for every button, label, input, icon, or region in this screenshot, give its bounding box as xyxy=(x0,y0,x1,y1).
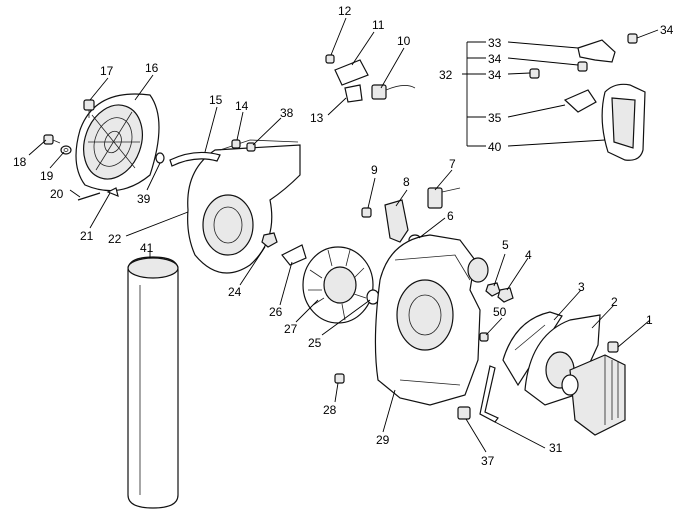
rod-31 xyxy=(479,365,499,423)
callout-32: 32 xyxy=(439,68,453,82)
sensor-10 xyxy=(371,84,416,100)
muffler xyxy=(561,354,626,436)
ignition-coil-8 xyxy=(384,199,409,243)
washer-19 xyxy=(60,145,72,155)
callout-34-low: 34 xyxy=(488,68,502,82)
clip-21 xyxy=(106,187,119,197)
callout-8: 8 xyxy=(403,175,410,189)
handle-40 xyxy=(601,83,646,161)
callout-10: 10 xyxy=(397,34,411,48)
callout-1: 1 xyxy=(646,313,653,327)
bolt-1 xyxy=(607,341,619,353)
screw-34-low xyxy=(529,68,540,79)
clamp-11 xyxy=(334,59,369,86)
leader-lines xyxy=(28,17,659,453)
nut-4 xyxy=(497,287,514,303)
hose-15 xyxy=(169,151,221,167)
pin-20 xyxy=(77,192,101,201)
callout-13: 13 xyxy=(310,111,324,125)
callout-4: 4 xyxy=(525,248,532,262)
connector-7 xyxy=(427,187,461,209)
callout-21: 21 xyxy=(80,229,94,243)
nut-24 xyxy=(261,232,278,248)
main-housing xyxy=(374,234,489,406)
bracket-13 xyxy=(344,84,363,103)
screw-9 xyxy=(361,207,372,218)
callout-3: 3 xyxy=(578,280,585,294)
callout-9: 9 xyxy=(371,163,378,177)
callout-26: 26 xyxy=(269,305,283,319)
callout-40: 40 xyxy=(488,140,502,154)
callout-6: 6 xyxy=(447,209,454,223)
callout-33: 33 xyxy=(488,36,502,50)
callout-17: 17 xyxy=(100,64,114,78)
callout-16: 16 xyxy=(145,61,159,75)
recoil-starter xyxy=(75,93,160,192)
callout-37: 37 xyxy=(481,454,495,468)
callout-20: 20 xyxy=(50,187,64,201)
callout-34-top: 34 xyxy=(660,23,674,37)
callout-31: 31 xyxy=(549,441,563,455)
callout-35: 35 xyxy=(488,111,502,125)
callout-41: 41 xyxy=(140,241,154,255)
screw-12 xyxy=(325,54,335,64)
screw-28 xyxy=(334,373,345,384)
callout-34-mid: 34 xyxy=(488,52,502,66)
clip-26 xyxy=(281,244,307,266)
callout-numbers: 1 2 3 4 5 6 7 8 9 10 11 12 13 14 15 16 1… xyxy=(13,4,674,468)
handle-bracket-33 xyxy=(577,39,616,63)
callout-11: 11 xyxy=(372,18,385,32)
fan-cover xyxy=(187,139,301,274)
blower-pipe xyxy=(127,256,179,509)
callout-12: 12 xyxy=(338,4,352,18)
callout-19: 19 xyxy=(40,169,54,183)
callout-5: 5 xyxy=(502,238,509,252)
muffler-cover-2 xyxy=(524,314,601,406)
screw-34-top xyxy=(627,33,638,44)
callout-2: 2 xyxy=(611,295,618,309)
gasket-3 xyxy=(502,311,563,387)
bracket-35 xyxy=(563,89,597,113)
washer-39 xyxy=(155,152,165,164)
callout-28: 28 xyxy=(323,403,337,417)
callout-27: 27 xyxy=(284,322,298,336)
callout-29: 29 xyxy=(376,433,390,447)
callout-15: 15 xyxy=(209,93,223,107)
nut-5 xyxy=(485,282,501,297)
callout-24: 24 xyxy=(228,285,242,299)
screw-34-mid xyxy=(577,61,588,72)
callout-14: 14 xyxy=(235,99,249,113)
bolt-18 xyxy=(43,134,61,145)
cap-37 xyxy=(457,406,471,420)
screw-14 xyxy=(231,139,241,149)
starter-bolt xyxy=(83,99,95,118)
callout-39: 39 xyxy=(137,192,151,206)
fan xyxy=(302,246,374,324)
callout-50: 50 xyxy=(493,305,507,319)
callout-7: 7 xyxy=(449,157,456,171)
callout-25: 25 xyxy=(308,336,322,350)
callout-18: 18 xyxy=(13,155,27,169)
callout-22: 22 xyxy=(108,232,122,246)
callout-38: 38 xyxy=(280,106,294,120)
